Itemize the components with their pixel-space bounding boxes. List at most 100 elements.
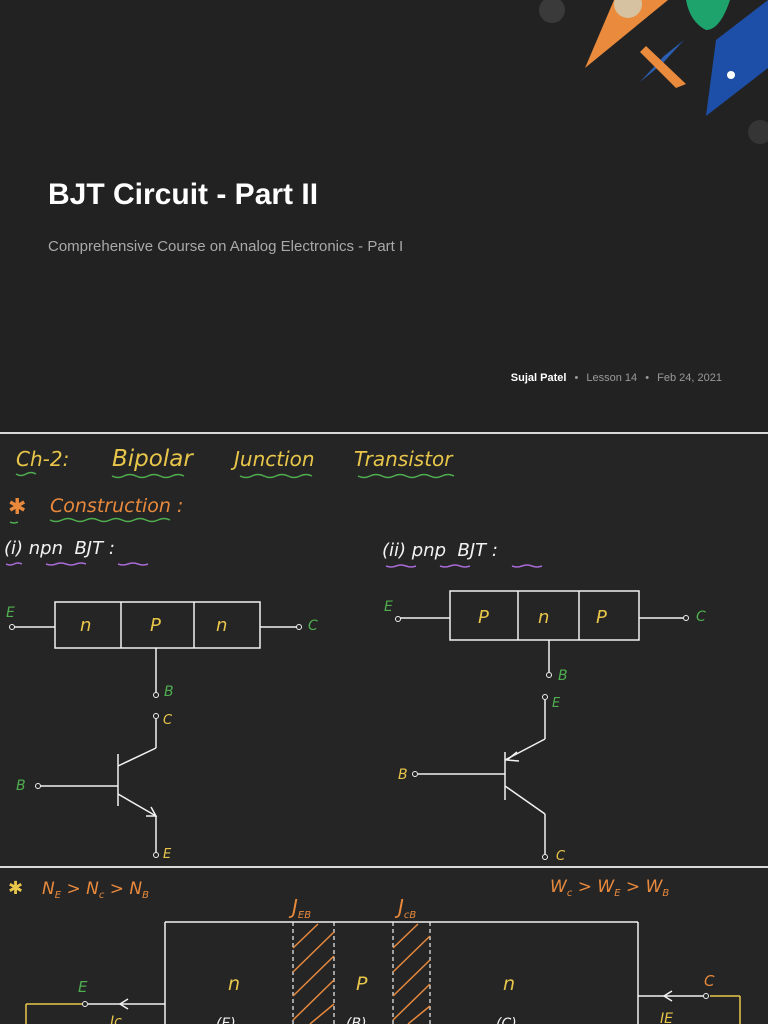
npn-transistor-symbol [40, 719, 158, 852]
pnp-symbol-c: C [556, 849, 566, 864]
width-subscript: E [614, 888, 621, 899]
heading-word-bipolar: Bipolar [112, 446, 194, 472]
course-subtitle: Comprehensive Course on Analog Electroni… [48, 238, 404, 255]
doping-relation: NE > Nc > NB [42, 879, 149, 901]
underline-squiggle [117, 562, 149, 566]
doping-symbol: N [129, 879, 142, 899]
terminal-node [542, 694, 548, 700]
deco-bowtie-orange [640, 46, 686, 88]
npn-label-e: E [6, 605, 15, 621]
doping-subscript: B [142, 890, 149, 901]
junction-subscript: cB [404, 910, 416, 921]
terminal-node [412, 771, 418, 777]
underline-squiggle [239, 473, 313, 479]
pnp-block-diagram [400, 590, 683, 672]
doping-symbol: N [86, 879, 99, 899]
underline-squiggle [385, 564, 417, 568]
pnp-transistor-symbol [418, 700, 546, 854]
terminal-node [153, 713, 159, 719]
npn-heading: (i) npn BJT : [4, 538, 115, 559]
region-mark-collector: (C) [496, 1016, 517, 1024]
underline-squiggle [439, 564, 471, 568]
decorative-art [539, 0, 768, 144]
notes-slide-structure: ✱ NE > Nc > NB Wc > WE > WB JEB JcB [0, 868, 768, 1024]
underline-squiggle [111, 473, 185, 479]
underline-squiggle [511, 564, 543, 568]
terminal-node [153, 852, 159, 858]
depletion-region-eb [292, 922, 335, 1024]
region-mark-emitter: (E) [216, 1016, 236, 1024]
region-base: P [356, 973, 368, 995]
npn-layer-base: P [150, 615, 161, 636]
width-symbol: W [646, 877, 664, 897]
doping-subscript: c [99, 890, 105, 901]
lesson-date: Feb 24, 2021 [657, 372, 722, 384]
underline-squiggle [15, 471, 37, 477]
pnp-heading: (ii) pnp BJT : [382, 540, 498, 561]
width-relation: Wc > WE > WB [550, 877, 669, 899]
region-collector: n [503, 973, 515, 995]
pnp-symbol-e: E [552, 696, 561, 711]
terminal-node [9, 624, 15, 630]
emitter-current-label: IE [660, 1011, 673, 1024]
npn-layer-collector: n [216, 615, 227, 636]
page-title: BJT Circuit - Part II [48, 178, 319, 211]
internal-wiring [88, 990, 703, 1010]
pnp-layer-collector: P [596, 607, 607, 628]
npn-layer-emitter: n [80, 615, 91, 636]
width-symbol: W [550, 877, 568, 897]
terminal-node [683, 615, 689, 621]
underline-squiggle [9, 521, 19, 524]
terminal-node [542, 854, 548, 860]
terminal-node [296, 624, 302, 630]
deco-pencil-orange [585, 0, 668, 68]
meta-separator: • [574, 372, 579, 384]
deco-leaf-green [686, 0, 730, 30]
npn-symbol-b: B [16, 778, 26, 794]
width-symbol: W [597, 877, 615, 897]
pnp-layer-emitter: P [478, 607, 489, 628]
underline-squiggle [45, 562, 87, 566]
junction-symbol: J [394, 895, 404, 919]
npn-symbol-e: E [163, 847, 172, 862]
underline-squiggle [49, 517, 171, 523]
construction-heading: Construction : [50, 495, 183, 517]
doping-star: ✱ [8, 878, 23, 899]
doping-symbol: N [42, 879, 55, 899]
npn-symbol-c: C [163, 713, 173, 728]
terminal-node [546, 672, 552, 678]
width-subscript: c [567, 888, 573, 899]
width-subscript: B [662, 888, 669, 899]
heading-word-junction: Junction [230, 447, 315, 471]
pnp-label-e: E [384, 599, 393, 615]
terminal-node [82, 1001, 88, 1007]
terminal-e-label: E [78, 978, 88, 996]
doping-subscript: E [55, 890, 62, 901]
pnp-layer-base: n [538, 607, 549, 628]
lesson-number: Lesson 14 [586, 372, 638, 384]
meta-separator: • [645, 372, 650, 384]
pnp-label-b: B [558, 668, 568, 684]
notes-slide-construction: Ch-2: Bipolar Junction Transistor ✱ Cons… [0, 434, 768, 866]
deco-circle-dark [748, 120, 768, 144]
transistor-structure-outline [164, 921, 639, 1024]
npn-label-b: B [164, 684, 174, 700]
terminal-c-label: C [704, 972, 715, 990]
underline-squiggle [357, 473, 455, 479]
author-name: Sujal Patel [510, 372, 567, 384]
heading-word-transistor: Transistor [354, 447, 454, 471]
lesson-meta: Sujal Patel • Lesson 14 • Feb 24, 2021 [511, 372, 722, 384]
terminal-node [35, 783, 41, 789]
npn-block-diagram [14, 601, 297, 692]
region-mark-base: (B) [346, 1016, 367, 1024]
deco-circle-cream [614, 0, 642, 18]
pnp-label-c: C [696, 609, 706, 625]
junction-eb-label: JEB [288, 895, 311, 921]
collector-current-label: Ic [110, 1014, 122, 1024]
external-circuit [25, 995, 741, 1024]
deco-circle-gray [539, 0, 565, 23]
handwritten-notes: Ch-2: Bipolar Junction Transistor ✱ Cons… [4, 446, 706, 864]
junction-cb-label: JcB [394, 895, 416, 921]
region-emitter: n [228, 973, 240, 995]
deco-dot-white [727, 71, 735, 79]
